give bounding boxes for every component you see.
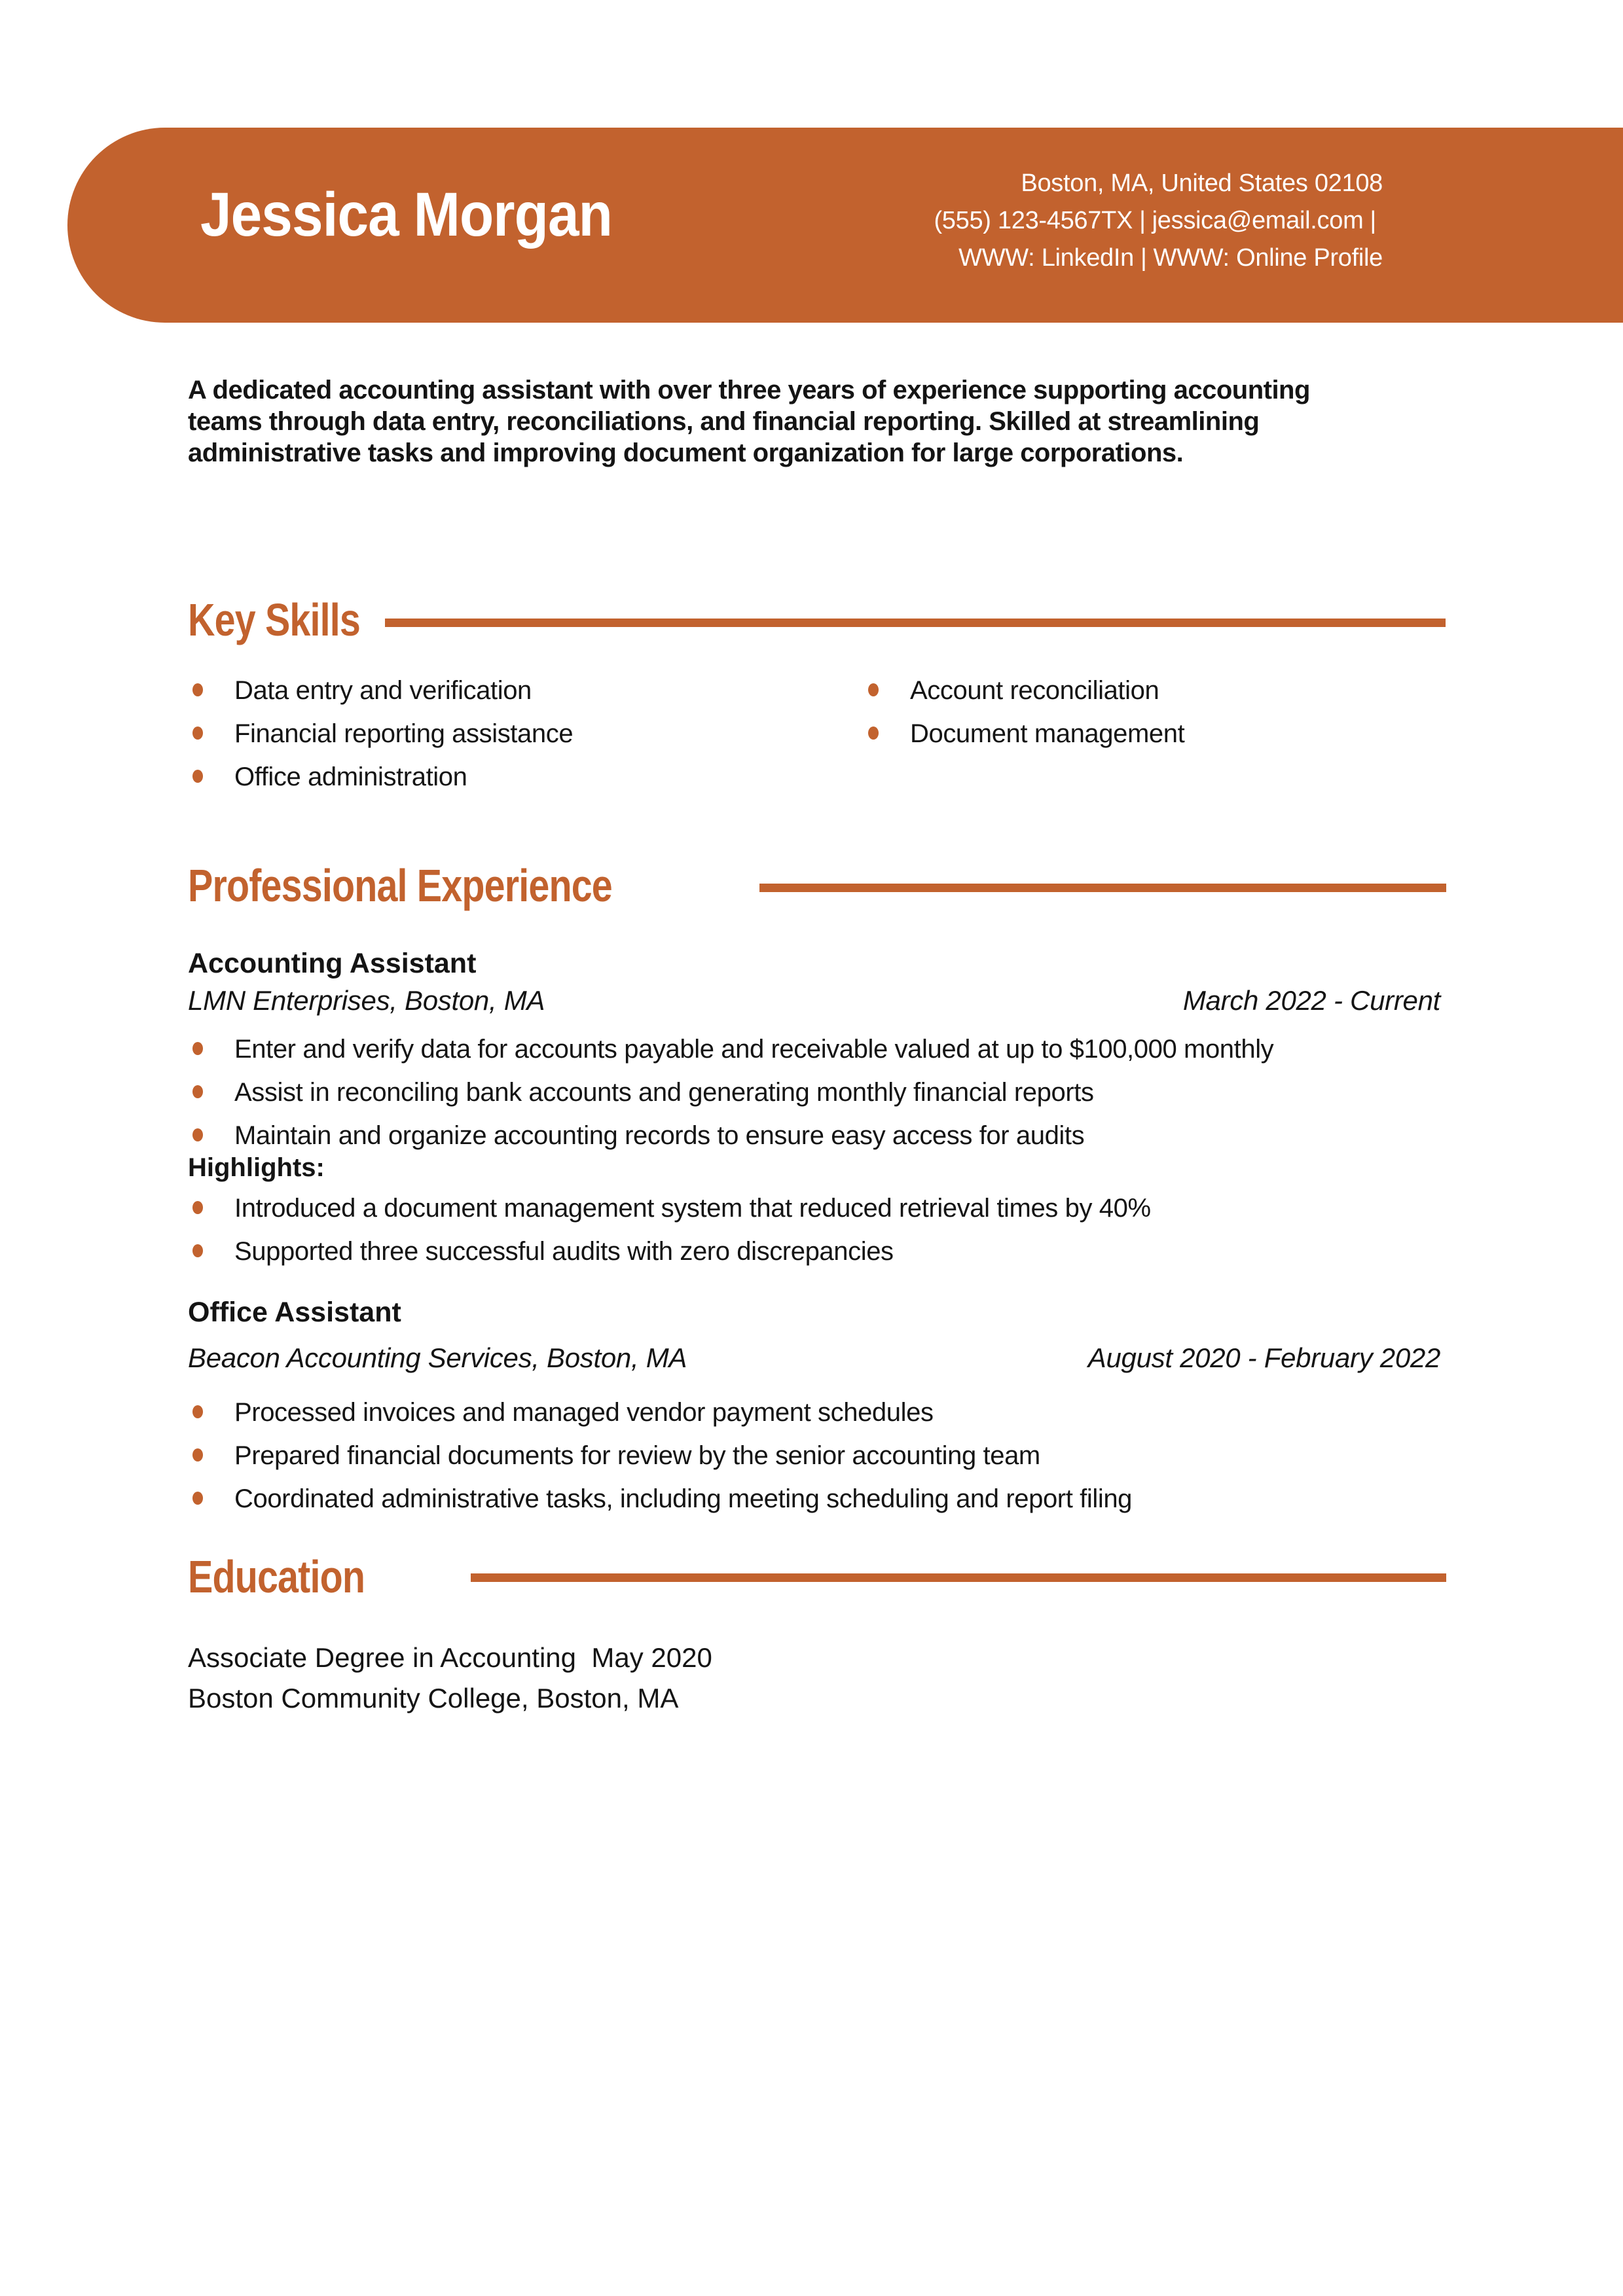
- linkedin-link[interactable]: WWW: LinkedIn: [958, 244, 1134, 272]
- skill-item: Document management: [866, 721, 1185, 747]
- experience-bullet: Processed invoices and managed vendor pa…: [190, 1399, 1132, 1426]
- section-title-key-skills: Key Skills: [188, 594, 361, 645]
- highlights-bullet-list: Introduced a document management system …: [190, 1195, 1151, 1282]
- highlights-label: Highlights:: [188, 1153, 325, 1182]
- skill-item: Office administration: [190, 764, 573, 790]
- job-meta-row: LMN Enterprises, Boston, MA March 2022 -…: [188, 984, 1440, 1018]
- online-profile-link[interactable]: WWW: Online Profile: [1153, 244, 1383, 272]
- experience-bullet: Coordinated administrative tasks, includ…: [190, 1486, 1132, 1512]
- experience-bullet: Assist in reconciling bank accounts and …: [190, 1079, 1273, 1105]
- highlight-bullet: Introduced a document management system …: [190, 1195, 1151, 1221]
- experience-bullet: Prepared financial documents for review …: [190, 1443, 1132, 1469]
- job-company: Beacon Accounting Services, Boston, MA: [188, 1342, 687, 1373]
- key-skills-column-2: Account reconciliation Document manageme…: [866, 677, 1185, 764]
- key-skills-rule: [385, 619, 1446, 627]
- job-bullet-list: Enter and verify data for accounts payab…: [190, 1036, 1274, 1166]
- section-title-education: Education: [188, 1551, 365, 1602]
- education-school-line: Boston Community College, Boston, MA: [188, 1683, 679, 1713]
- skill-item: Account reconciliation: [866, 677, 1184, 704]
- contact-address-line: Boston, MA, United States 02108: [1021, 170, 1383, 197]
- job-dates: March 2022 - Current: [1182, 985, 1440, 1016]
- section-title-experience: Professional Experience: [188, 860, 613, 911]
- contact-phone: (555) 123-4567TX: [934, 207, 1133, 234]
- job-bullet-list: Processed invoices and managed vendor pa…: [190, 1399, 1132, 1529]
- contact-block: Boston, MA, United States 02108 (555) 12…: [934, 165, 1383, 277]
- contact-phone-email-line: (555) 123-4567TX|jessica@email.com|: [934, 202, 1383, 240]
- education-block: Associate Degree in Accounting May 2020 …: [188, 1638, 712, 1719]
- job-company: LMN Enterprises, Boston, MA: [188, 985, 545, 1016]
- job-title: Accounting Assistant: [188, 948, 477, 979]
- contact-email-link[interactable]: jessica@email.com: [1152, 207, 1364, 234]
- summary-paragraph: A dedicated accounting assistant with ov…: [188, 376, 1310, 467]
- experience-bullet: Enter and verify data for accounts payab…: [190, 1036, 1274, 1062]
- contact-separator: |: [1140, 244, 1147, 272]
- contact-separator: |: [1139, 207, 1146, 234]
- job-meta-row: Beacon Accounting Services, Boston, MA A…: [188, 1341, 1440, 1375]
- key-skills-column-1: Data entry and verification Financial re…: [190, 677, 574, 807]
- contact-separator: |: [1370, 207, 1376, 234]
- experience-bullet: Maintain and organize accounting records…: [190, 1122, 1273, 1149]
- contact-links-line: WWW: LinkedIn|WWW: Online Profile: [934, 240, 1383, 277]
- skill-item: Data entry and verification: [190, 677, 573, 704]
- job-title: Office Assistant: [188, 1297, 401, 1328]
- education-degree-line: Associate Degree in Accounting May 2020: [188, 1642, 712, 1673]
- header-band: Jessica Morgan Boston, MA, United States…: [67, 128, 1623, 323]
- page-title-name: Jessica Morgan: [200, 180, 613, 249]
- education-rule: [471, 1573, 1446, 1582]
- highlight-bullet: Supported three successful audits with z…: [190, 1238, 1151, 1265]
- experience-rule: [759, 884, 1446, 892]
- skill-item: Financial reporting assistance: [190, 721, 574, 747]
- job-dates: August 2020 - February 2022: [1087, 1342, 1441, 1373]
